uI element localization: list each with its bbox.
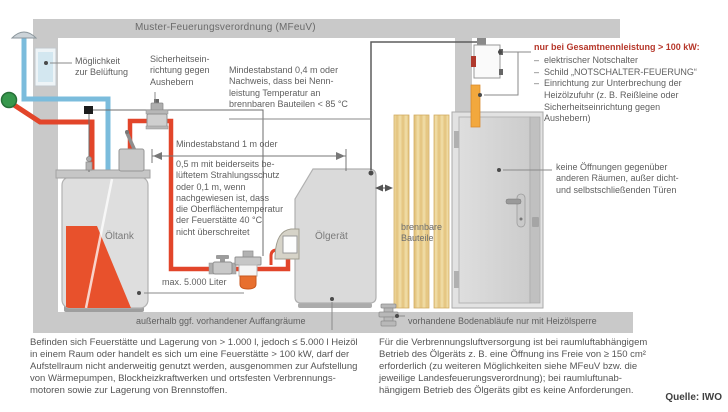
label-oil-tank: Öltank — [105, 231, 134, 242]
door — [451, 111, 544, 309]
leader-lines — [50, 51, 552, 330]
filter-cup-icon — [239, 275, 257, 290]
label-oil-appliance: Ölgerät — [315, 231, 348, 242]
measure-arrow-gap — [375, 184, 393, 192]
limit-sensor-connector-icon — [84, 106, 93, 114]
leader-dots — [44, 50, 502, 318]
emergency-note-item: –Schild „NOTSCHALTER-FEUERUNG“ — [534, 66, 697, 77]
floor — [33, 312, 633, 333]
paragraph-left: Befinden sich Feuerstätte und Lagerung v… — [30, 337, 358, 396]
switch-clip-bottom-icon — [499, 69, 503, 75]
emergency-note-item: –elektrischer Notschalter — [534, 55, 639, 65]
leader-warning-strip — [484, 51, 530, 96]
door-hinge-top-icon — [454, 131, 459, 148]
emergency-switch — [473, 44, 501, 79]
oil-tank — [55, 169, 151, 312]
ceiling — [33, 19, 620, 38]
emergency-note-list: –elektrischer Notschalter –Schild „NOTSC… — [534, 55, 726, 125]
right-wall — [455, 38, 472, 112]
extraction-fitting — [118, 130, 145, 172]
tank-fill-level — [66, 226, 131, 308]
keyhole-icon — [519, 217, 523, 221]
appliance-body — [294, 168, 377, 304]
label-anti-siphon: Sicherheitsein- richtung gegen Aushebern — [150, 54, 210, 87]
burner-box-icon — [282, 235, 298, 254]
shutoff-valve — [208, 255, 237, 275]
label-distance-04: Mindestabstand 0,4 m oder Nachweis, dass… — [229, 65, 348, 109]
emergency-note-title: nur bei Gesamtnennleistung > 100 kW: — [534, 42, 700, 52]
cable-connection-dot — [368, 170, 374, 176]
floor-drain-icon — [378, 303, 399, 327]
tank-lid — [55, 169, 151, 179]
oil-appliance — [274, 168, 377, 308]
tank-highlight — [84, 178, 114, 308]
switch-toggle-icon — [471, 56, 476, 67]
label-floor-drain: vorhandene Bodenabläufe nur mit Heizölsp… — [408, 316, 597, 326]
door-edge-strip — [529, 116, 541, 304]
oil-filter — [234, 250, 262, 290]
label-door-note: keine Öffnungen gegenüber anderen Räumen… — [556, 162, 679, 195]
flammable-panels — [393, 114, 450, 309]
appliance-base — [298, 303, 372, 308]
label-containment: außerhalb ggf. vorhandener Auffangräume — [136, 316, 306, 326]
emergency-note-item: –Einrichtung zur Unterbrechung der Heizö… — [534, 78, 682, 124]
warning-sign-strip — [470, 84, 481, 128]
measure-arrow-1m — [151, 149, 347, 171]
label-distance-1-title: Mindestabstand 1 m oder — [176, 139, 278, 149]
door-handle — [505, 198, 522, 205]
switch-bracket-icon — [477, 38, 486, 45]
gauge-fitting-icon — [85, 161, 93, 171]
source-credit: Quelle: IWO — [665, 392, 722, 403]
suction-pipe — [127, 118, 291, 272]
label-ventilation: Möglichkeit zur Belüftung — [75, 56, 129, 78]
diagram-title: Muster-Feuerungsverordnung (MFeuV) — [135, 22, 316, 33]
fill-coupling-icon — [0, 91, 18, 109]
gauge-knob-icon — [86, 156, 92, 162]
door-hinge-bottom-icon — [454, 271, 459, 288]
ventilation-window-pane — [38, 52, 53, 82]
label-flammable: brennbare Bauteile — [401, 222, 443, 244]
label-tank-capacity: max. 5.000 Liter — [162, 277, 227, 287]
label-distance-1-body: 0,5 m mit beiderseits be- lüftetem Strah… — [176, 159, 284, 237]
anti-siphon-valve — [145, 99, 169, 130]
vent-cap-icon — [10, 31, 38, 39]
paragraph-right: Für die Verbrennungsluftversorgung ist b… — [379, 337, 648, 396]
door-latch-icon — [532, 217, 539, 227]
